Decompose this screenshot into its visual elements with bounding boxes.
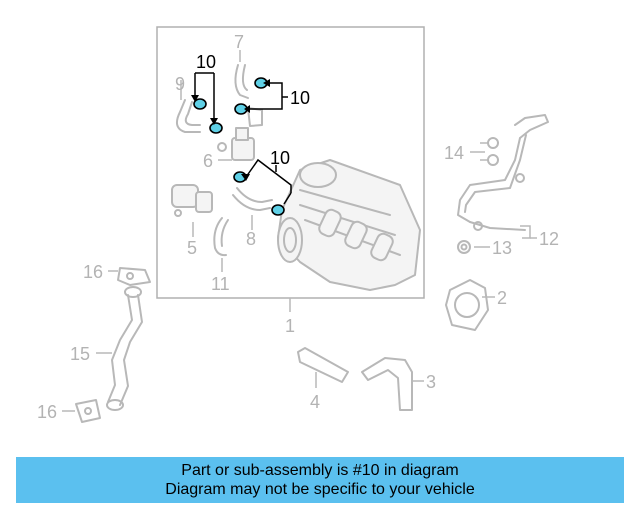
hose-7[interactable] <box>234 64 249 99</box>
turbo-manifold[interactable] <box>277 159 421 291</box>
label-part-15: 15 <box>70 344 90 364</box>
label-part-10-top-right: 10 <box>290 88 310 108</box>
fitting-14[interactable] <box>457 114 549 223</box>
pipe-15[interactable] <box>106 286 143 411</box>
hose-8[interactable] <box>232 187 273 211</box>
bracket-3[interactable] <box>361 357 413 411</box>
label-part-16-top: 16 <box>83 262 103 282</box>
label-part-9: 9 <box>175 74 185 94</box>
solenoid-5[interactable] <box>171 184 213 217</box>
washer-13[interactable] <box>457 240 471 254</box>
parts-diagram: 1 2 3 4 5 6 7 8 9 10 10 10 11 12 13 14 1… <box>37 26 559 423</box>
banner-line-disclaimer: Diagram may not be specific to your vehi… <box>165 481 475 498</box>
gasket-2[interactable] <box>445 279 489 331</box>
label-part-13: 13 <box>492 238 512 258</box>
label-part-10-top-left: 10 <box>196 52 216 72</box>
callout-10-leaders <box>191 72 292 205</box>
bracket-4[interactable] <box>297 347 349 383</box>
label-part-12: 12 <box>539 229 559 249</box>
label-part-3: 3 <box>426 372 436 392</box>
hose-11[interactable] <box>213 217 229 257</box>
label-part-14: 14 <box>444 143 464 163</box>
clamp-10[interactable] <box>193 98 207 110</box>
info-banner: Part or sub-assembly is #10 in diagram D… <box>16 457 624 503</box>
label-part-16-bottom: 16 <box>37 402 57 422</box>
label-part-2: 2 <box>497 288 507 308</box>
label-part-6: 6 <box>203 151 213 171</box>
label-part-11: 11 <box>211 274 230 294</box>
hose-9[interactable] <box>175 99 201 133</box>
label-part-7: 7 <box>234 32 244 52</box>
label-part-4: 4 <box>310 392 320 412</box>
gasket-16-top[interactable] <box>117 267 151 286</box>
clamp-10[interactable] <box>209 122 223 134</box>
valve-6[interactable] <box>217 107 263 161</box>
label-part-5: 5 <box>187 238 197 258</box>
clamp-10[interactable] <box>271 204 285 216</box>
label-part-10-middle: 10 <box>270 148 290 168</box>
pipe-12[interactable] <box>469 221 526 231</box>
label-part-1: 1 <box>285 316 295 336</box>
label-part-8: 8 <box>246 229 256 249</box>
gasket-16-bottom[interactable] <box>75 399 101 423</box>
banner-line-part: Part or sub-assembly is #10 in diagram <box>181 462 459 479</box>
